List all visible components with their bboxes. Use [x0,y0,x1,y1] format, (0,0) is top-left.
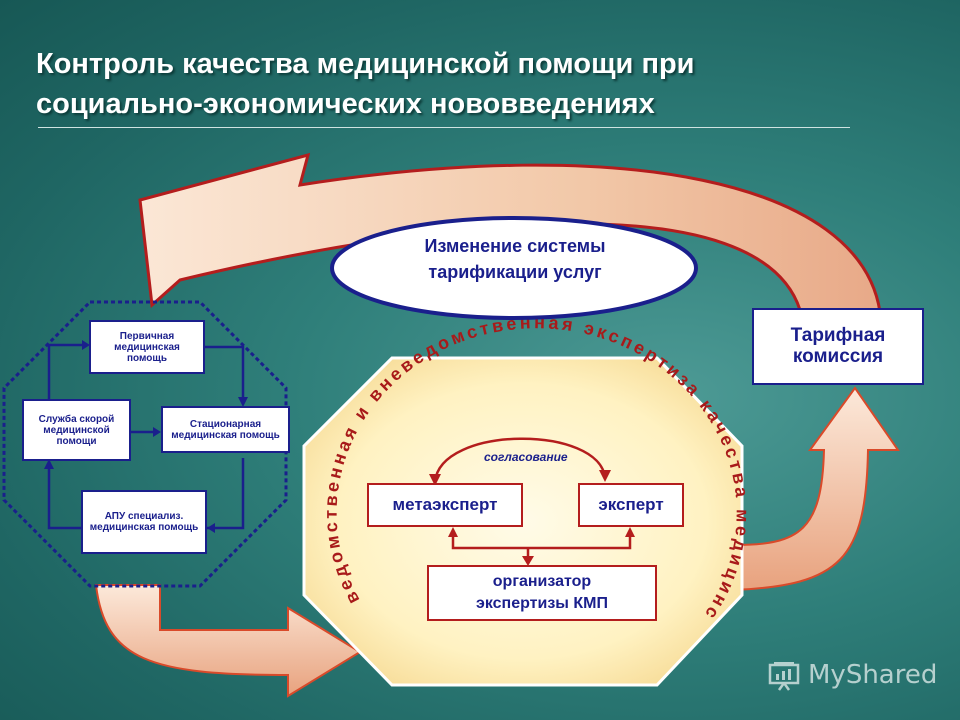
expert-label: эксперт [598,495,664,514]
watermark-text: MyShared [808,660,938,690]
organizer-line-2: экспертизы КМП [476,595,608,612]
box-primary-care: Первичная медицинская помощь [89,320,205,374]
right-up-arrow [734,386,900,592]
presentation-icon [768,662,800,691]
watermark: MyShared [768,655,948,695]
title-line-1: Контроль качества медицинской помощи при [36,48,695,80]
oval-line-2: тарификации услуг [428,262,602,282]
left-cycle-arrows [47,343,245,530]
tariff-commission-label: Тарифная комиссия [790,324,886,367]
agreement-arrowhead-right [599,470,611,482]
title-line-2: социально-экономических нововведениях [36,88,655,120]
box-apu: АПУ специализ. медицинская помощь [81,490,207,554]
box-organizer: организатор экспертизы КМП [427,565,657,621]
connector-arrowhead-down [522,556,534,566]
box-inpatient: Стационарная медицинская помощь [161,406,290,453]
box-apu-label: АПУ специализ. медицинская помощь [89,511,199,533]
box-ambulance-label: Служба скорой медицинской помощи [38,413,115,447]
box-tariff-commission: Тарифная комиссия [752,308,924,385]
box-primary-care-label: Первичная медицинская помощь [114,330,180,364]
agreement-arc [433,437,607,483]
oval-line-1: Изменение системы [424,236,606,256]
left-dashed-octagon [2,300,288,588]
connector-arrowhead-left-up [448,527,458,537]
top-curved-arrow [138,152,882,314]
bottom-left-arrow [94,584,362,698]
box-ambulance: Служба скорой медицинской помощи [22,399,131,461]
tariff-change-oval [330,216,698,320]
box-metaexpert: метаэксперт [367,483,523,527]
title-divider [38,127,850,128]
organizer-line-1: организатор [492,573,592,590]
agreement-arrowhead-left [429,474,441,486]
metaexpert-label: метаэксперт [392,495,498,514]
connector-arrowhead-right-up [625,527,635,537]
agreement-label: согласование [484,450,568,464]
box-expert: эксперт [578,483,684,527]
oval-label: Изменение системы тарификации услуг [350,233,680,285]
page-title: Контроль качества медицинской помощи при… [36,44,896,124]
box-inpatient-label: Стационарная медицинская помощь [171,418,280,441]
left-cycle-arrowheads [44,340,248,533]
